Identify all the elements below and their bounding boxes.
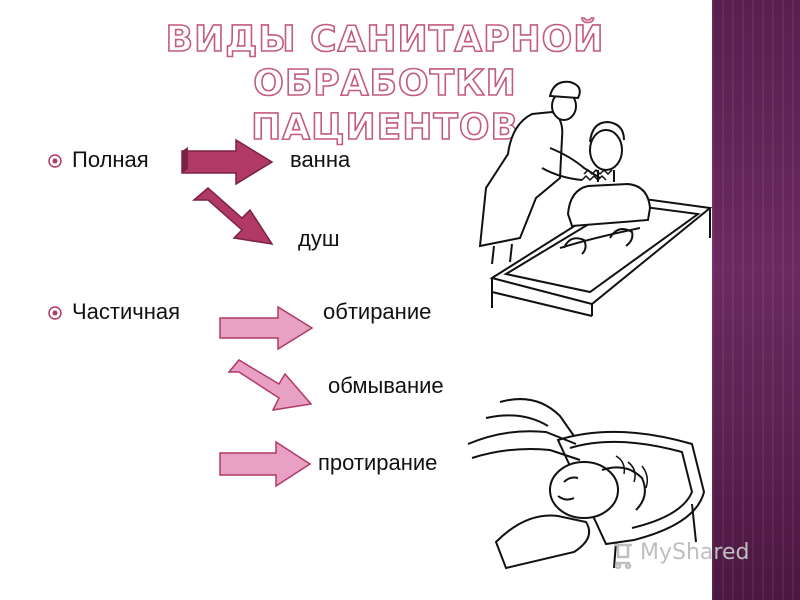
result-vanna: ванна bbox=[290, 147, 351, 172]
result-obtiranie: обтирание bbox=[323, 299, 432, 324]
watermark-text: MyShared bbox=[640, 540, 750, 565]
group-label-partial: Частичная bbox=[72, 299, 181, 324]
result-dush: душ bbox=[298, 226, 340, 251]
arrow-icon bbox=[227, 359, 313, 411]
result-protiranie: протирание bbox=[318, 450, 438, 475]
arrow-icon bbox=[219, 305, 314, 351]
arrow-icon bbox=[191, 187, 274, 246]
bath-illustration bbox=[478, 80, 712, 317]
bullet-icon bbox=[48, 154, 62, 168]
arrow-icon bbox=[219, 440, 312, 488]
title-line-1: ВИДЫ САНИТАРНОЙ ОБРАБОТКИ bbox=[165, 18, 605, 105]
arrow-icon bbox=[181, 138, 274, 186]
slide-title: ВИДЫ САНИТАРНОЙ ОБРАБОТКИ ПАЦИЕНТОВ bbox=[60, 18, 710, 150]
group-label-full: Полная bbox=[72, 147, 149, 172]
result-obmyvanie: обмывание bbox=[328, 373, 444, 398]
watermark-icon bbox=[614, 543, 632, 569]
hair-wash-illustration bbox=[467, 398, 706, 570]
bullet-icon bbox=[48, 306, 62, 320]
decorative-side-band bbox=[712, 0, 800, 600]
title-line-2: ПАЦИЕНТОВ bbox=[250, 106, 519, 149]
